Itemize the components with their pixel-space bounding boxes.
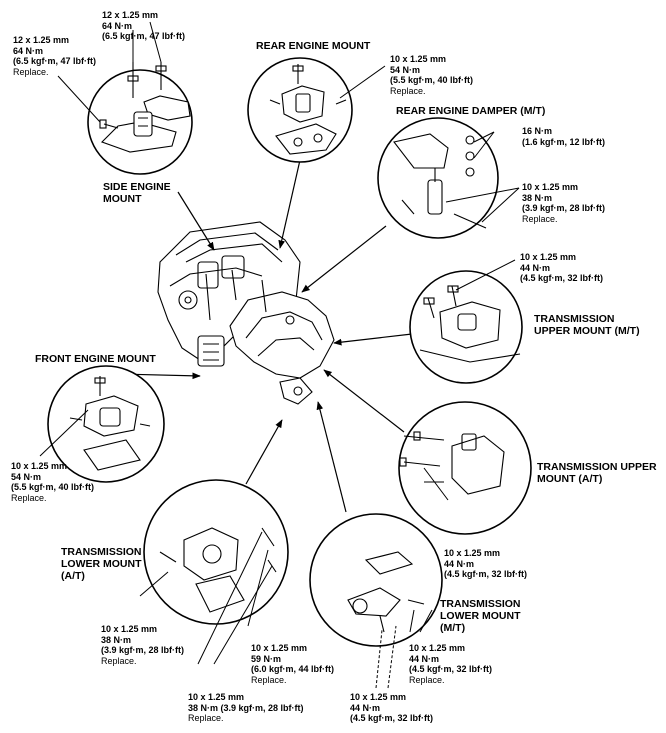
spec-size: 12 x 1.25 mm: [102, 10, 159, 20]
title-line: (A/T): [61, 570, 85, 582]
spec-torque: 44 N·m: [350, 702, 381, 713]
spec-size: 10 x 1.25 mm: [350, 692, 407, 702]
spec-torque: 44 N·m: [520, 262, 551, 273]
transmission-upper-mount-at-title: TRANSMISSION UPPER MOUNT (A/T): [537, 461, 657, 485]
spec-note: Replace.: [251, 674, 287, 685]
spec-size: 10 x 1.25 mm: [101, 624, 158, 634]
rear-engine-damper-detail: [377, 117, 499, 239]
trans-lower-mt-bolt-a-label: 10 x 1.25 mm 44 N·m (4.5 kgf·m, 32 lbf·f…: [409, 643, 492, 685]
front-mount-bolt-label: 10 x 1.25 mm 54 N·m (5.5 kgf·m, 40 lbf·f…: [11, 461, 94, 503]
title-line: TRANSMISSION: [61, 546, 142, 558]
spec-torque-alt: (5.5 kgf·m, 40 lbf·ft): [11, 482, 95, 492]
spec-torque: 59 N·m: [251, 653, 282, 664]
title-line: (M/T): [440, 622, 466, 634]
spec-torque-alt: (1.6 kgf·m, 12 lbf·ft): [522, 136, 606, 147]
spec-torque-alt: (4.5 kgf·m, 32 lbf·ft): [409, 664, 493, 674]
title-line: UPPER MOUNT (M/T): [534, 325, 640, 337]
transmission-upper-mount-mt-detail: [409, 270, 523, 384]
spec-torque: 44 N·m: [444, 558, 475, 569]
spec-size: 12 x 1.25 mm: [13, 35, 70, 45]
spec-size: 10 x 1.25 mm: [251, 643, 308, 653]
spec-note: Replace.: [522, 213, 558, 224]
spec-size: 10 x 1.25 mm: [409, 643, 466, 653]
transmission-lower-mount-mt-title: TRANSMISSION LOWER MOUNT (M/T): [440, 598, 521, 634]
rear-engine-damper-title: REAR ENGINE DAMPER (M/T): [396, 105, 546, 117]
torque-leaders: [39, 21, 520, 689]
spec-torque-alt: (3.9 kgf·m, 28 lbf·ft): [522, 203, 606, 213]
rear-mount-bolt-label: 10 x 1.25 mm 54 N·m (5.5 kgf·m, 40 lbf·f…: [390, 54, 473, 96]
title-line: TRANSMISSION: [440, 598, 521, 610]
spec-torque: 44 N·m: [409, 653, 440, 664]
spec-torque-alt: (5.5 kgf·m, 40 lbf·ft): [390, 75, 474, 85]
transmission-lower-mount-mt-detail: [309, 513, 443, 647]
title-line: SIDE ENGINE: [103, 181, 171, 193]
spec-torque-alt: (6.0 kgf·m, 44 lbf·ft): [251, 664, 335, 674]
transmission-lower-mount-at-title: TRANSMISSION LOWER MOUNT (A/T): [61, 546, 142, 582]
spec-torque: 64 N·m: [102, 20, 133, 31]
trans-lower-at-bolt-a-label: 10 x 1.25 mm 38 N·m (3.9 kgf·m, 28 lbf·f…: [101, 624, 184, 666]
trans-upper-at-bolt-label: 10 x 1.25 mm 44 N·m (4.5 kgf·m, 32 lbf·f…: [444, 548, 527, 580]
spec-torque: 64 N·m: [13, 45, 44, 56]
spec-torque-alt: (3.9 kgf·m, 28 lbf·ft): [101, 645, 185, 655]
spec-size: 10 x 1.25 mm: [188, 692, 245, 702]
callout-arrows: [119, 159, 413, 513]
title-line: TRANSMISSION UPPER: [537, 461, 657, 473]
side-engine-mount-detail: [87, 62, 193, 175]
spec-note: Replace.: [11, 492, 47, 503]
title-line: MOUNT (A/T): [537, 473, 603, 485]
spec-size: 10 x 1.25 mm: [444, 548, 501, 558]
spec-note: Replace.: [390, 85, 426, 96]
spec-torque-alt: (4.5 kgf·m, 32 lbf·ft): [350, 713, 434, 723]
trans-lower-mt-bolt-b-label: 10 x 1.25 mm 44 N·m (4.5 kgf·m, 32 lbf·f…: [350, 692, 433, 724]
spec-note: Replace.: [188, 713, 224, 723]
spec-torque: 38 N·m: [101, 634, 132, 645]
spec-torque-alt: (6.5 kgf·m, 47 lbf·ft): [13, 56, 97, 66]
spec-torque-alt: (4.5 kgf·m, 32 lbf·ft): [520, 273, 604, 283]
title-line: MOUNT: [103, 193, 142, 205]
damper-bolt-a-label: 16 N·m (1.6 kgf·m, 12 lbf·ft): [522, 126, 605, 147]
front-engine-mount-detail: [47, 365, 165, 483]
title-line: LOWER MOUNT: [440, 610, 521, 622]
spec-torque: 54 N·m: [11, 471, 42, 482]
transmission-upper-mount-mt-title: TRANSMISSION UPPER MOUNT (M/T): [534, 313, 640, 337]
spec-torque-alt: (6.5 kgf·m, 47 lbf·ft): [102, 31, 186, 41]
rear-engine-mount-title: REAR ENGINE MOUNT: [256, 40, 371, 52]
front-engine-mount-title: FRONT ENGINE MOUNT: [35, 353, 156, 365]
damper-bolt-b-label: 10 x 1.25 mm 38 N·m (3.9 kgf·m, 28 lbf·f…: [522, 182, 605, 224]
spec-torque: 54 N·m: [390, 64, 421, 75]
spec-torque: 38 N·m: [522, 192, 553, 203]
trans-lower-at-bolt-b-label: 10 x 1.25 mm 59 N·m (6.0 kgf·m, 44 lbf·f…: [251, 643, 334, 685]
engine-assembly: [157, 221, 335, 405]
transmission-lower-mount-at-detail: [143, 479, 289, 625]
spec-size: 10 x 1.25 mm: [522, 182, 579, 192]
spec-size: 10 x 1.25 mm: [390, 54, 447, 64]
spec-torque: 38 N·m (3.9 kgf·m, 28 lbf·ft): [188, 702, 304, 713]
transmission-upper-mount-at-detail: [398, 401, 532, 535]
spec-note: Replace.: [409, 674, 445, 685]
spec-torque: 16 N·m: [522, 126, 553, 136]
title-line: TRANSMISSION: [534, 313, 615, 325]
rear-engine-mount-detail: [247, 57, 353, 163]
side-mount-bolt-left-label: 12 x 1.25 mm 64 N·m (6.5 kgf·m, 47 lbf·f…: [13, 35, 96, 77]
side-engine-mount-title: SIDE ENGINE MOUNT: [103, 181, 171, 205]
trans-upper-mt-bolt-label: 10 x 1.25 mm 44 N·m (4.5 kgf·m, 32 lbf·f…: [520, 252, 603, 284]
spec-size: 10 x 1.25 mm: [11, 461, 68, 471]
spec-size: 10 x 1.25 mm: [520, 252, 577, 262]
title-line: LOWER MOUNT: [61, 558, 142, 570]
spec-torque-alt: (4.5 kgf·m, 32 lbf·ft): [444, 569, 528, 579]
side-mount-bolt-top-label: 12 x 1.25 mm 64 N·m (6.5 kgf·m, 47 lbf·f…: [102, 10, 185, 42]
spec-note: Replace.: [13, 66, 49, 77]
trans-lower-at-bolt-c-label: 10 x 1.25 mm 38 N·m (3.9 kgf·m, 28 lbf·f…: [188, 692, 304, 724]
spec-note: Replace.: [101, 655, 137, 666]
